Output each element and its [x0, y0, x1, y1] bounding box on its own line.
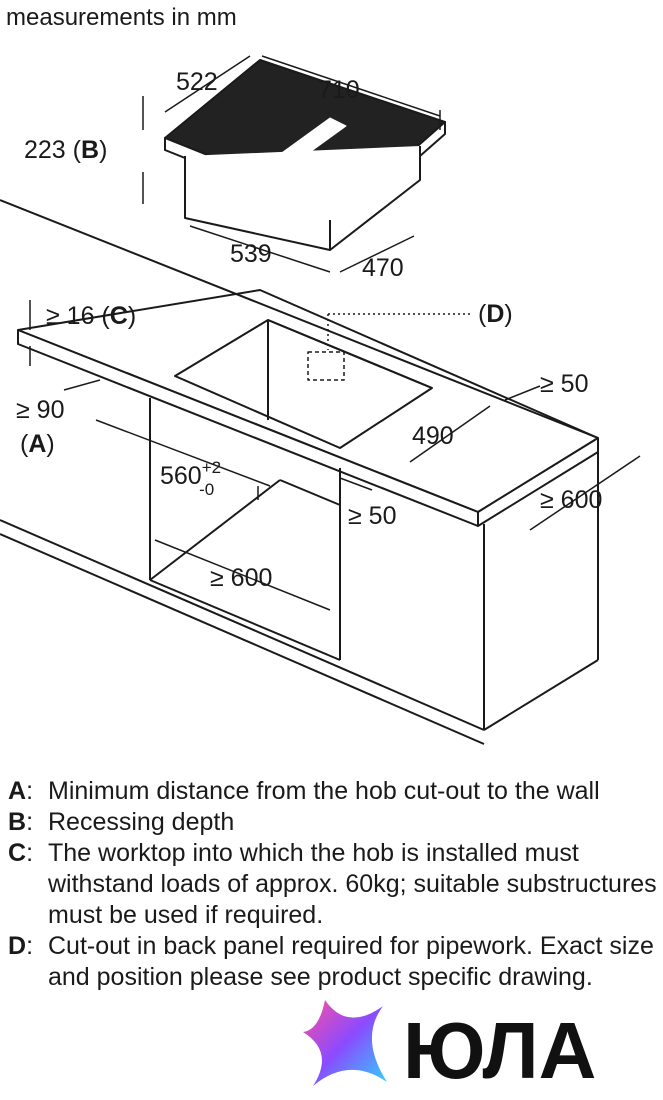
dim-cutout-width: 560+2-0 [160, 458, 221, 499]
legend-item-d: D: Cut-out in back panel required for pip… [8, 931, 658, 993]
backpanel-cutout [307, 351, 345, 381]
label-backpanel-cutout: (D) [478, 300, 513, 328]
dim-hob-width: 710 [318, 76, 360, 104]
dim-right-clearance: ≥ 50 [540, 370, 588, 398]
dim-body-width: 539 [230, 240, 272, 268]
legend-key-a: A: [8, 777, 34, 805]
label-wall-distance: (A) [20, 430, 55, 458]
legend-key-b: B: [8, 808, 34, 836]
hob-body [184, 146, 421, 251]
installation-diagram: 522 710 223 (B) 539 470 ≥ 16 (C) (D) ≥ 9… [0, 55, 641, 745]
watermark-logo: ЮЛА [303, 1000, 596, 1092]
dim-hob-depth: 522 [176, 68, 218, 96]
dim-cutout-depth: 490 [412, 422, 454, 450]
legend-text-b: Recessing depth [48, 808, 235, 836]
dim-cabinet-width: ≥ 600 [210, 564, 272, 592]
dim-front-clearance: ≥ 50 [348, 502, 396, 530]
legend-key-c: C: [8, 839, 34, 867]
star-logo-icon [303, 1000, 387, 1086]
page-title: measurements in mm [6, 4, 237, 31]
legend-item-c: C: The worktop into which the hob is inst… [8, 838, 658, 931]
dim-recess-depth: 223 (B) [24, 136, 107, 164]
dim-worktop-thickness: ≥ 16 (C) [46, 302, 136, 330]
dim-wall-distance: ≥ 90 [16, 396, 64, 424]
legend-item-a: A: Minimum distance from the hob cut-out … [8, 776, 658, 807]
legend-key-d: D: [8, 932, 34, 960]
dim-body-depth: 470 [362, 254, 404, 282]
legend-text-d: Cut-out in back panel required for pipew… [48, 932, 654, 991]
dim-worktop-depth: ≥ 600 [540, 486, 602, 514]
legend-item-b: B: Recessing depth [8, 807, 658, 838]
legend: A: Minimum distance from the hob cut-out … [8, 776, 658, 993]
legend-text-c: The worktop into which the hob is instal… [48, 839, 657, 929]
legend-text-a: Minimum distance from the hob cut-out to… [48, 777, 600, 805]
watermark-text: ЮЛА [403, 1006, 596, 1092]
